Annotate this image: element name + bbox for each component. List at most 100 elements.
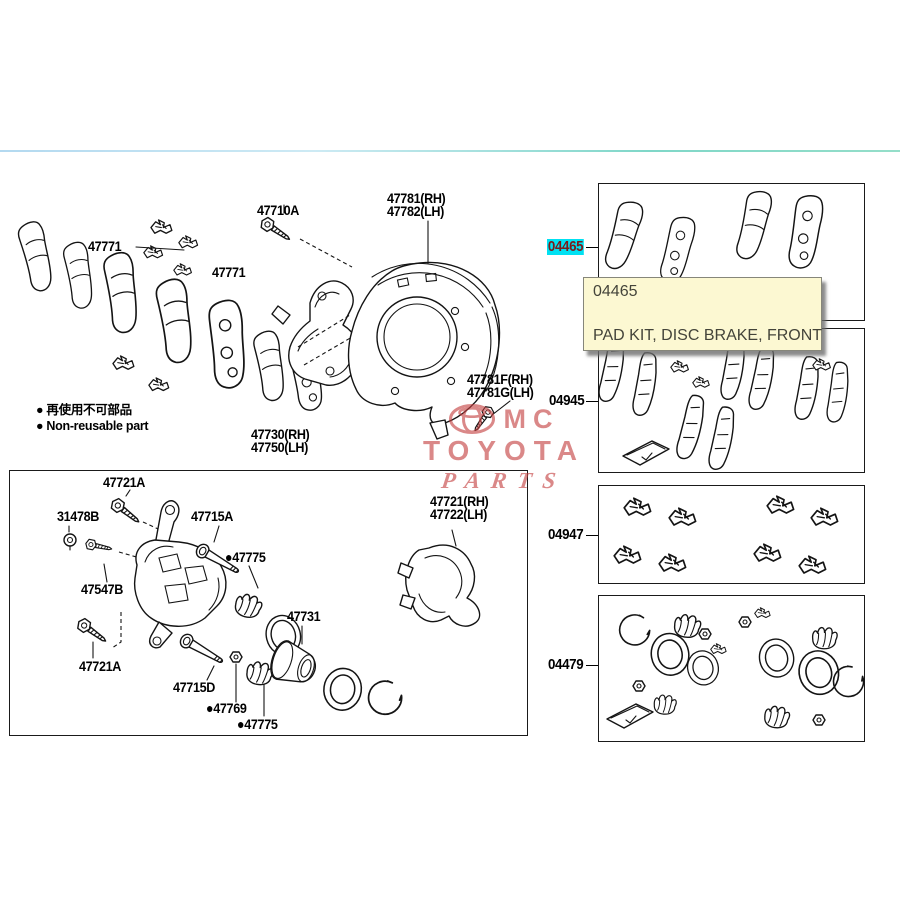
fitting-clip-drawing [753, 543, 782, 562]
part-label-47769: ●47769 [206, 700, 247, 716]
boot-drawing [761, 702, 792, 732]
fitting-clip-drawing [766, 495, 795, 514]
backing-plate-drawing [206, 298, 250, 391]
dust-shield-drawing [347, 261, 501, 440]
bolt-drawing [74, 616, 110, 647]
boot-drawing [243, 657, 276, 689]
kit-label-04945[interactable]: 04945 [549, 393, 585, 409]
part-tooltip: 04465 PAD KIT, DISC BRAKE, FRONT [583, 277, 822, 351]
upper-diagram-drawing [15, 204, 511, 440]
shim-drawing [746, 344, 778, 412]
watermark-parts: PARTS [439, 468, 569, 493]
fitting-clip-drawing [623, 497, 652, 516]
bolt-drawing [108, 496, 144, 528]
brake-pad-drawing [733, 187, 775, 263]
part-label-47781f-47781g: 47781F(RH) 47781G(LH) [467, 371, 534, 400]
toyota-logo-icon [448, 404, 495, 434]
nut-drawing [738, 616, 752, 628]
kit-04947-drawing [613, 495, 839, 574]
pad-clip-drawing [173, 263, 192, 276]
seal-ring-drawing [683, 646, 723, 689]
leader-line-04479 [586, 665, 598, 666]
brake-pad-drawing [601, 198, 646, 273]
part-label-47731: 47731 [287, 608, 321, 624]
nut-drawing [698, 628, 712, 640]
brake-pad-drawing [101, 250, 143, 335]
brake-pad-drawing [153, 276, 198, 366]
mounting-bracket-drawing [397, 529, 481, 627]
pad-clip-drawing [150, 219, 173, 234]
leader-line-04947 [586, 535, 598, 536]
part-label-47730-47750: 47730(RH) 47750(LH) [251, 426, 310, 455]
kit-label-04479[interactable]: 04479 [548, 657, 584, 673]
snap-ring-drawing [361, 674, 408, 721]
part-label-47782lh: 47782(LH) [387, 203, 444, 219]
legend-en: ● Non-reusable part [36, 419, 149, 433]
fitting-clip-drawing [668, 507, 697, 526]
part-label-47721-47722: 47721(RH) 47722(LH) [430, 493, 489, 522]
part-label-47775-a: ●47775 [225, 549, 266, 565]
kit-04479-drawing [606, 607, 865, 732]
part-label-47721a-top: 47721A [103, 474, 145, 490]
leader-line-04945 [586, 401, 598, 402]
leader-line-04465 [586, 247, 598, 248]
shim-drawing [674, 393, 708, 462]
brake-pad-drawing [251, 328, 290, 403]
seal-ring-drawing [755, 635, 798, 681]
pad-clip-drawing [148, 377, 170, 392]
grease-packet-drawing [622, 440, 670, 466]
brake-pad-drawing [15, 219, 58, 294]
kit-label-04947[interactable]: 04947 [548, 527, 584, 543]
tooltip-part-name: PAD KIT, DISC BRAKE, FRONT [593, 327, 823, 344]
backing-plate-drawing [657, 213, 698, 286]
part-label-47781g: 47781G(LH) [467, 384, 534, 400]
part-label-47775-b: ●47775 [237, 716, 278, 732]
fitting-clip-drawing [810, 507, 839, 526]
caliper-mounting-drawing [271, 280, 360, 386]
pad-clip-drawing [692, 376, 710, 388]
part-label-47721rh: 47721(RH) [430, 493, 489, 509]
caliper-body-drawing [133, 500, 227, 649]
part-label-47547b: 47547B [81, 581, 123, 597]
part-label-47781rh: 47781(RH) [387, 190, 446, 206]
legend: ● 再使用不可部品 ● Non-reusable part [36, 402, 149, 434]
backing-plate-drawing [786, 192, 826, 271]
shim-drawing [630, 350, 660, 418]
pad-clip-drawing [670, 360, 689, 373]
part-label-47771-a: 47771 [88, 238, 122, 254]
fitting-clip-drawing [710, 643, 727, 654]
part-label-47781f: 47781F(RH) [467, 371, 533, 387]
nut-drawing [229, 651, 243, 663]
shim-drawing [825, 360, 851, 424]
fitting-clip-drawing [798, 555, 827, 574]
grease-packet-drawing [606, 703, 654, 729]
snap-ring-drawing [614, 610, 654, 650]
boot-drawing [651, 692, 678, 717]
part-label-47771-b: 47771 [212, 264, 246, 280]
part-label-47750lh: 47750(LH) [251, 439, 308, 455]
top-divider-line [0, 150, 900, 152]
kit-label-04465[interactable]: 04465 [547, 239, 585, 255]
nut-drawing [812, 714, 826, 726]
fitting-clip-drawing [754, 607, 771, 618]
part-label-47715d: 47715D [173, 679, 215, 695]
part-label-47715a: 47715A [191, 508, 233, 524]
part-label-47710a: 47710A [257, 202, 299, 218]
fitting-clip-drawing [658, 553, 687, 572]
part-label-47722lh: 47722(LH) [430, 506, 487, 522]
part-label-47730rh: 47730(RH) [251, 426, 310, 442]
tooltip-part-code: 04465 [593, 283, 638, 300]
nut-drawing [632, 680, 646, 692]
boot-drawing [810, 624, 839, 652]
lower-diagram-drawing [63, 489, 481, 721]
watermark-toyota: TOYOTA [422, 435, 586, 466]
part-label-31478b: 31478B [57, 508, 99, 524]
bleeder-screw-drawing [84, 538, 114, 555]
slide-pin-drawing [177, 631, 227, 669]
bolt-drawing [258, 215, 294, 245]
bleeder-cap-drawing [63, 533, 77, 551]
legend-jp: ● 再使用不可部品 [36, 403, 132, 417]
pad-clip-drawing [112, 355, 135, 370]
piston-boot-drawing [320, 665, 365, 714]
